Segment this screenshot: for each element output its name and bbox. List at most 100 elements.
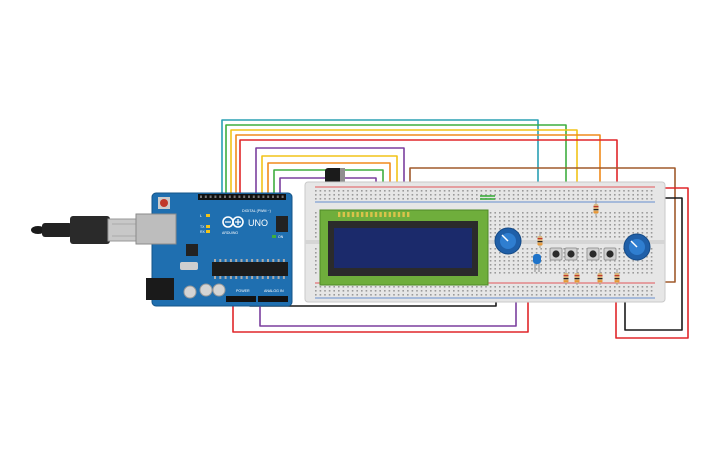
breadboard-hole[interactable] bbox=[540, 190, 542, 192]
breadboard-hole[interactable] bbox=[531, 294, 533, 296]
breadboard-hole[interactable] bbox=[324, 198, 326, 200]
breadboard-hole[interactable] bbox=[637, 224, 639, 226]
breadboard-hole[interactable] bbox=[623, 294, 625, 296]
breadboard-hole[interactable] bbox=[489, 264, 492, 266]
breadboard-hole[interactable] bbox=[586, 194, 588, 196]
breadboard-hole[interactable] bbox=[545, 190, 547, 192]
breadboard-hole[interactable] bbox=[512, 212, 515, 214]
breadboard-hole[interactable] bbox=[512, 216, 515, 218]
breadboard-hole[interactable] bbox=[420, 290, 423, 292]
breadboard-hole[interactable] bbox=[480, 290, 483, 292]
breadboard-hole[interactable] bbox=[563, 194, 565, 196]
breadboard-hole[interactable] bbox=[453, 190, 455, 192]
breadboard-hole[interactable] bbox=[540, 220, 542, 222]
breadboard-hole[interactable] bbox=[512, 286, 515, 288]
breadboard-hole[interactable] bbox=[531, 212, 533, 214]
breadboard-hole[interactable] bbox=[499, 228, 501, 230]
breadboard-hole[interactable] bbox=[526, 194, 529, 196]
breadboard-hole[interactable] bbox=[508, 290, 510, 292]
breadboard-hole[interactable] bbox=[494, 286, 496, 288]
breadboard-hole[interactable] bbox=[425, 290, 427, 292]
breadboard-hole[interactable] bbox=[370, 286, 372, 288]
breadboard-hole[interactable] bbox=[627, 272, 630, 274]
breadboard-hole[interactable] bbox=[494, 248, 496, 250]
breadboard-hole[interactable] bbox=[614, 220, 616, 222]
breadboard-hole[interactable] bbox=[494, 260, 496, 262]
breadboard-hole[interactable] bbox=[632, 272, 634, 274]
breadboard-hole[interactable] bbox=[457, 294, 460, 296]
breadboard-hole[interactable] bbox=[558, 268, 561, 270]
breadboard-hole[interactable] bbox=[485, 190, 487, 192]
breadboard-hole[interactable] bbox=[563, 256, 565, 258]
breadboard-hole[interactable] bbox=[448, 294, 450, 296]
breadboard-hole[interactable] bbox=[614, 260, 616, 262]
breadboard-hole[interactable] bbox=[558, 194, 561, 196]
breadboard-hole[interactable] bbox=[319, 286, 322, 288]
lcd-pin[interactable] bbox=[379, 212, 382, 217]
breadboard-hole[interactable] bbox=[374, 286, 377, 288]
resistor[interactable] bbox=[537, 232, 543, 248]
breadboard-hole[interactable] bbox=[489, 294, 492, 296]
contrast-potentiometer[interactable] bbox=[494, 227, 522, 255]
breadboard-hole[interactable] bbox=[632, 194, 634, 196]
breadboard-hole[interactable] bbox=[577, 212, 579, 214]
breadboard-hole[interactable] bbox=[595, 224, 598, 226]
breadboard-hole[interactable] bbox=[499, 286, 501, 288]
breadboard-hole[interactable] bbox=[439, 294, 441, 296]
breadboard-hole[interactable] bbox=[600, 216, 602, 218]
breadboard-hole[interactable] bbox=[609, 224, 611, 226]
breadboard-hole[interactable] bbox=[632, 260, 634, 262]
breadboard-hole[interactable] bbox=[627, 194, 630, 196]
breadboard-hole[interactable] bbox=[568, 272, 570, 274]
breadboard-hole[interactable] bbox=[393, 198, 395, 200]
breadboard-hole[interactable] bbox=[609, 232, 611, 234]
breadboard-hole[interactable] bbox=[627, 190, 630, 192]
breadboard-hole[interactable] bbox=[641, 264, 644, 266]
breadboard-hole[interactable] bbox=[522, 256, 524, 258]
breadboard-hole[interactable] bbox=[540, 264, 542, 266]
breadboard-hole[interactable] bbox=[632, 268, 634, 270]
breadboard-hole[interactable] bbox=[581, 272, 584, 274]
breadboard-hole[interactable] bbox=[384, 286, 386, 288]
breadboard-hole[interactable] bbox=[558, 260, 561, 262]
breadboard-hole[interactable] bbox=[356, 294, 358, 296]
breadboard-hole[interactable] bbox=[581, 256, 584, 258]
breadboard-hole[interactable] bbox=[522, 268, 524, 270]
breadboard-hole[interactable] bbox=[545, 290, 547, 292]
breadboard-hole[interactable] bbox=[563, 232, 565, 234]
breadboard-hole[interactable] bbox=[577, 290, 579, 292]
breadboard-hole[interactable] bbox=[517, 194, 519, 196]
breadboard-hole[interactable] bbox=[618, 272, 621, 274]
breadboard-hole[interactable] bbox=[650, 198, 653, 200]
breadboard-hole[interactable] bbox=[443, 198, 446, 200]
breadboard-hole[interactable] bbox=[494, 264, 496, 266]
breadboard-hole[interactable] bbox=[315, 224, 317, 226]
breadboard-hole[interactable] bbox=[508, 190, 510, 192]
breadboard-hole[interactable] bbox=[388, 294, 391, 296]
breadboard-hole[interactable] bbox=[535, 236, 538, 238]
breadboard-hole[interactable] bbox=[517, 212, 519, 214]
breadboard-hole[interactable] bbox=[365, 194, 368, 196]
breadboard-hole[interactable] bbox=[374, 190, 377, 192]
breadboard-hole[interactable] bbox=[407, 290, 409, 292]
breadboard-hole[interactable] bbox=[549, 220, 552, 222]
breadboard-hole[interactable] bbox=[577, 272, 579, 274]
breadboard-hole[interactable] bbox=[526, 290, 529, 292]
breadboard-hole[interactable] bbox=[632, 228, 634, 230]
breadboard-hole[interactable] bbox=[646, 286, 648, 288]
breadboard-hole[interactable] bbox=[411, 290, 414, 292]
breadboard-hole[interactable] bbox=[627, 228, 630, 230]
breadboard-hole[interactable] bbox=[591, 198, 593, 200]
breadboard-hole[interactable] bbox=[586, 286, 588, 288]
breadboard-hole[interactable] bbox=[531, 290, 533, 292]
breadboard-hole[interactable] bbox=[568, 216, 570, 218]
breadboard-hole[interactable] bbox=[581, 212, 584, 214]
breadboard-hole[interactable] bbox=[632, 198, 634, 200]
breadboard-hole[interactable] bbox=[646, 290, 648, 292]
breadboard-hole[interactable] bbox=[379, 294, 381, 296]
breadboard-hole[interactable] bbox=[623, 198, 625, 200]
breadboard-hole[interactable] bbox=[545, 198, 547, 200]
breadboard-hole[interactable] bbox=[466, 198, 469, 200]
breadboard-hole[interactable] bbox=[393, 194, 395, 196]
breadboard-hole[interactable] bbox=[650, 248, 653, 250]
